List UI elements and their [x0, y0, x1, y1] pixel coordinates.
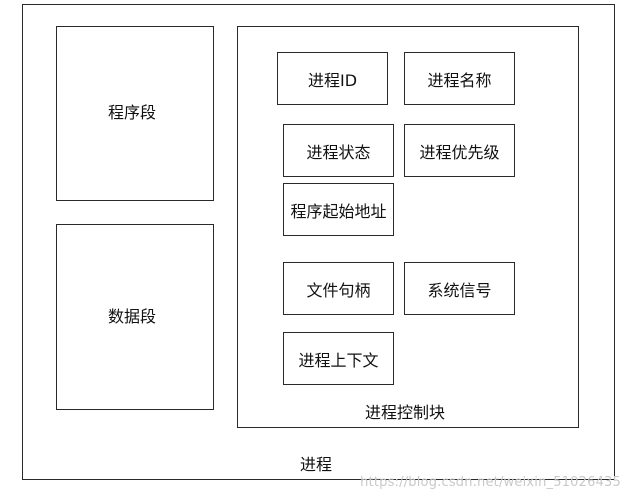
pcb-field-process-priority: 进程优先级 [404, 124, 515, 177]
pcb-field-system-signal: 系统信号 [404, 262, 515, 315]
program-segment-label: 程序段 [108, 103, 157, 122]
program-segment-box [56, 26, 214, 201]
pcb-field-process-state: 进程状态 [283, 124, 394, 177]
pcb-field-process-context: 进程上下文 [283, 332, 394, 385]
pcb-label: 进程控制块 [365, 403, 446, 422]
pcb-field-process-id: 进程ID [277, 52, 388, 105]
data-segment-label: 数据段 [108, 307, 157, 326]
pcb-field-file-handle: 文件句柄 [283, 262, 394, 315]
data-segment-box [56, 224, 214, 410]
process-label: 进程 [300, 455, 333, 474]
pcb-field-program-start-address: 程序起始地址 [283, 183, 394, 236]
pcb-field-process-name: 进程名称 [404, 52, 515, 105]
watermark-text: https://blog.csdn.net/weixin_51026435 [360, 475, 621, 490]
